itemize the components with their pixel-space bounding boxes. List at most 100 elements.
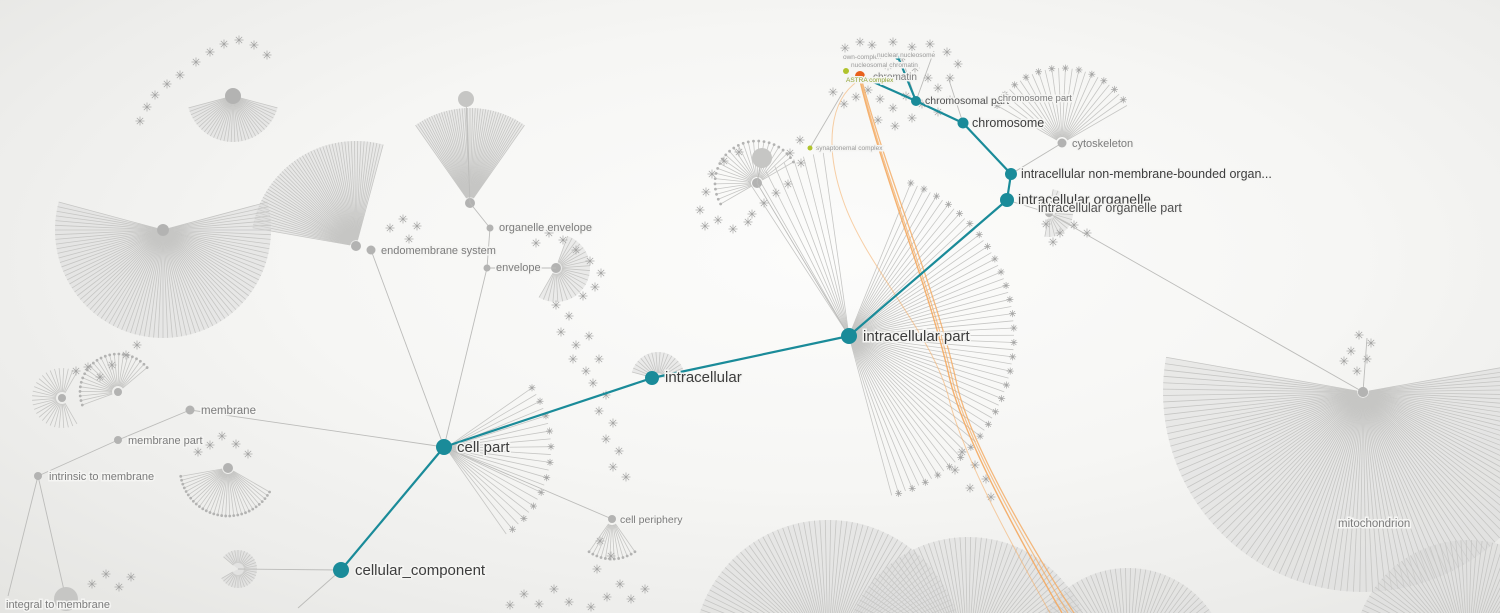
graph-node-cell-part[interactable] <box>436 439 452 455</box>
node-label-synaptonemal-complex[interactable]: synaptonemal complex <box>815 144 885 154</box>
graph-node-cellular-component[interactable] <box>333 562 349 578</box>
leaf-rosette-icon <box>975 231 983 239</box>
cluster-hub-node[interactable] <box>58 394 66 402</box>
leaf-rosette-icon <box>783 179 793 189</box>
cluster-hub-node[interactable] <box>225 88 241 104</box>
cluster-hub-node[interactable] <box>351 241 361 251</box>
graph-node-cytoskeleton[interactable] <box>1057 138 1067 148</box>
leaf-rosette-icon <box>121 350 131 360</box>
graph-node-organelle-envelope[interactable] <box>486 224 494 232</box>
node-label-intracellular-organelle-part[interactable]: intracellular organelle part <box>1037 200 1184 217</box>
graph-node-envelope[interactable] <box>483 264 491 272</box>
leaf-rosette-icon <box>907 113 917 123</box>
node-label-cell-periphery[interactable]: cell periphery <box>619 513 685 528</box>
node-label-chromosomal-part[interactable]: chromosomal part <box>924 94 1011 109</box>
leaf-rosette-icon <box>719 156 729 166</box>
leaf-rosette-icon <box>1008 310 1016 318</box>
node-label-membrane[interactable]: membrane <box>200 404 258 419</box>
graph-node-intracellular-part[interactable] <box>841 328 857 344</box>
fan-cluster <box>449 384 555 535</box>
graph-node-cell-periphery[interactable] <box>608 515 616 523</box>
node-label-organelle-envelope[interactable]: organelle envelope <box>498 221 594 236</box>
selected-path-edge <box>914 99 965 125</box>
leaf-rosette-icon <box>984 242 992 250</box>
leaf-rosette-icon <box>695 205 705 215</box>
node-label-nuclear-nucleosome[interactable]: nuclear nucleosome <box>876 51 938 61</box>
node-label-membrane-part[interactable]: membrane part <box>127 434 205 449</box>
node-label-integral-to-membrane[interactable]: integral to membrane <box>5 598 112 613</box>
collapsed-subtree-disc[interactable] <box>752 148 772 168</box>
graph-node-chromatin[interactable] <box>855 71 865 81</box>
leaf-rosette-icon <box>536 397 544 405</box>
leaf-rosette-icon <box>398 214 408 224</box>
graph-node-intracellular[interactable] <box>645 371 659 385</box>
graph-node-nucleosome-node[interactable] <box>895 54 901 60</box>
leaf-rosette-icon <box>217 431 227 441</box>
fan-cluster <box>747 152 849 332</box>
graph-node-membrane[interactable] <box>185 405 195 415</box>
leaf-rosette-icon <box>1010 324 1018 332</box>
graph-node-membrane-part[interactable] <box>114 436 122 444</box>
leaf-rosette-icon <box>606 551 616 561</box>
leaf-rosette-icon <box>923 73 933 83</box>
node-label-envelope[interactable]: envelope <box>495 261 543 276</box>
node-label-intrinsic-to-membrane[interactable]: intrinsic to membrane <box>48 470 156 485</box>
graph-node-endomembrane-system[interactable] <box>366 245 376 255</box>
leaf-rosette-icon <box>965 483 975 493</box>
leaf-rosette-icon <box>564 311 574 321</box>
node-label-nucleosomal-chromatin[interactable]: nucleosomal chromatin <box>850 61 920 71</box>
leaf-rosette-icon <box>585 256 595 266</box>
node-label-intracellular-organelle[interactable]: intracellular organelle <box>1017 190 1153 209</box>
graph-node-chromosome[interactable] <box>957 117 969 129</box>
graph-node-intrinsic-to-membrane[interactable] <box>34 472 42 480</box>
collapsed-subtree-disc[interactable] <box>54 587 78 611</box>
node-label-chromosome[interactable]: chromosome <box>971 115 1046 132</box>
leaf-rosette-icon <box>508 525 516 533</box>
leaf-rosette-icon <box>614 446 624 456</box>
graph-edge <box>915 50 935 102</box>
graph-node-chromosomal-part[interactable] <box>911 96 921 106</box>
cluster-hub-node[interactable] <box>114 388 122 396</box>
leaf-rosette-icon <box>101 569 111 579</box>
leaf-rosette-icon <box>243 449 253 459</box>
node-label-chromosome-part[interactable]: chromosome part <box>997 92 1074 106</box>
cluster-hub-node[interactable] <box>157 224 169 236</box>
fan-cluster <box>538 235 591 303</box>
leaf-rosette-icon <box>700 221 710 231</box>
leaf-rosette-icon <box>219 39 229 49</box>
graph-edge <box>443 267 488 448</box>
graph-node-intracellular-nmb-organelle[interactable] <box>1005 168 1017 180</box>
leaf-rosette-icon <box>828 87 838 97</box>
leaf-rosette-icon <box>586 602 596 612</box>
graph-node-astra-node[interactable] <box>843 68 849 74</box>
node-label-endomembrane-system[interactable]: endomembrane system <box>380 244 498 259</box>
node-label-intracellular-part[interactable]: intracellular part <box>862 327 973 347</box>
leaf-rosette-icon <box>262 50 272 60</box>
selected-path-edge <box>442 376 654 449</box>
node-label-cell-part[interactable]: cell part <box>456 438 512 458</box>
graph-node-intracellular-organelle[interactable] <box>1000 193 1014 207</box>
leaf-rosette-icon <box>578 291 588 301</box>
leaf-rosette-icon <box>175 70 185 80</box>
collapsed-subtree-disc[interactable] <box>458 91 474 107</box>
node-label-astra-complex[interactable]: ASTRA complex <box>845 76 896 86</box>
fan-cluster <box>1044 189 1073 238</box>
node-label-cellular-component[interactable]: cellular_component <box>354 561 488 581</box>
leaf-rosette-icon <box>546 458 554 466</box>
leaf-rosette-icon <box>608 462 618 472</box>
graph-node-mitochondrion-node[interactable] <box>1358 387 1368 397</box>
node-label-own-complex[interactable]: own-complex <box>842 53 884 63</box>
node-label-intracellular-non-membrane-bounded-organ[interactable]: intracellular non-membrane-bounded organ… <box>1020 166 1274 183</box>
cluster-hub-node[interactable] <box>223 463 233 473</box>
leaf-rosette-icon <box>132 340 142 350</box>
leaf-rosette-icon <box>126 572 136 582</box>
node-label-chromatin[interactable]: chromatin <box>872 71 919 85</box>
node-label-intracellular[interactable]: intracellular <box>664 368 744 388</box>
node-label-mitochondrion[interactable]: mitochondrion <box>1337 517 1412 532</box>
leaf-rosette-icon <box>1352 366 1362 376</box>
node-label-cytoskeleton[interactable]: cytoskeleton <box>1071 137 1135 152</box>
leaf-rosette-icon <box>839 99 849 109</box>
graph-node-synaptonemal-node[interactable] <box>807 145 813 151</box>
